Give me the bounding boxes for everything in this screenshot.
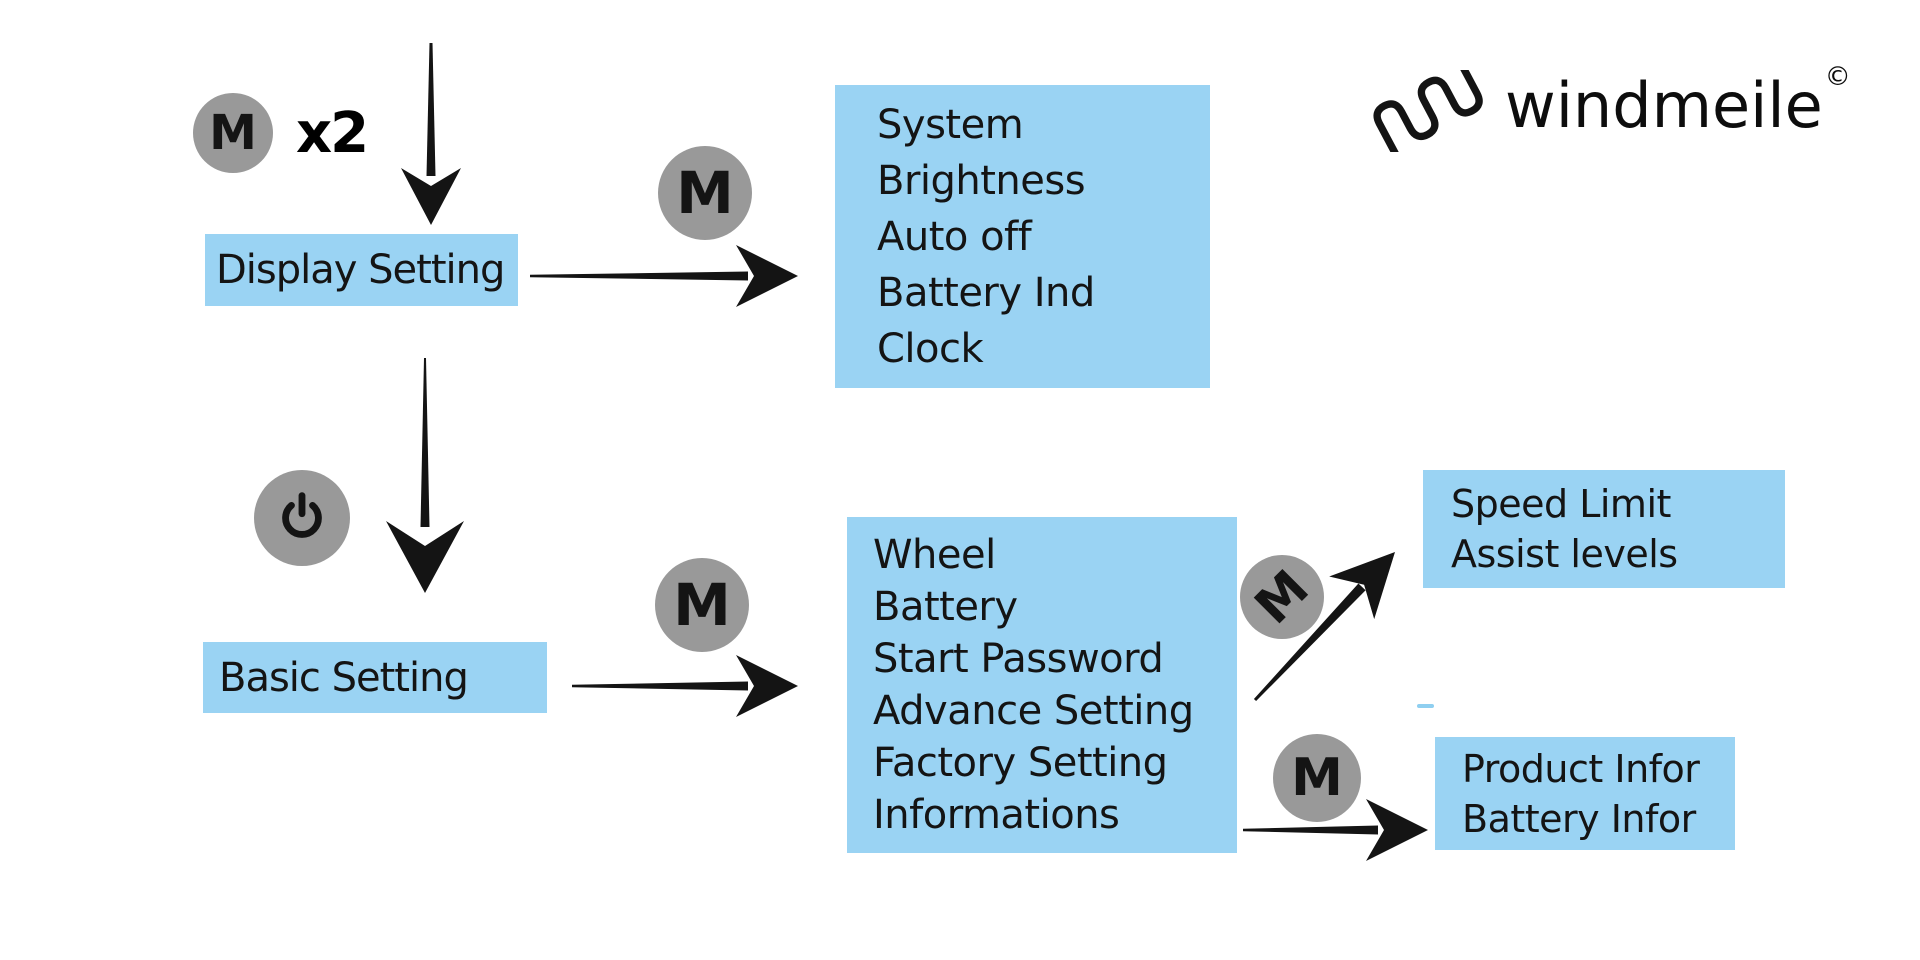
menu-item: Informations [873,792,1120,838]
menu-item: Speed Limit [1451,482,1671,526]
display-setting-node: Display Setting [205,234,518,306]
power-button-icon [254,470,350,566]
menu-item: Battery Ind [877,269,1095,316]
arrow-down-to-basic-setting [386,358,464,593]
basic-setting-label: Basic Setting [219,654,469,701]
arrow-right-display-menu [530,245,798,307]
menu-item: Start Password [873,636,1164,682]
menu-item: Clock [877,325,984,372]
power-icon [282,492,322,538]
menu-item: Battery Infor [1462,796,1696,841]
m-button-label: M [673,571,731,639]
advance-setting-submenu: Speed Limit Assist levels [1423,470,1785,588]
m-button-label: M [1243,558,1321,636]
menu-item: Wheel [873,532,996,578]
blue-dash-mark [1417,704,1434,708]
copyright-mark: © [1824,62,1851,92]
display-setting-label: Display Setting [216,247,505,293]
basic-setting-menu: Wheel Battery Start Password Advance Set… [847,517,1237,853]
informations-submenu: Product Infor Battery Infor [1435,737,1735,850]
menu-item: Auto off [877,213,1032,260]
menu-item: Battery [873,584,1018,630]
display-setting-menu: System Brightness Auto off Battery Ind C… [835,85,1210,388]
x2-press-count: x2 [296,100,369,166]
m-button-icon: M [1273,734,1361,822]
brand-name: windmeile [1505,69,1823,142]
menu-item: Advance Setting [873,688,1194,734]
m-button-label: M [1291,748,1343,808]
menu-item: Factory Setting [873,740,1168,786]
brand-logo: windmeile © [1372,60,1851,152]
menu-item: Product Infor [1462,746,1700,791]
windmeile-logo-icon [1373,70,1483,152]
menu-item: Assist levels [1451,532,1678,576]
menu-item: System [877,101,1024,148]
arrow-right-basic-menu [572,655,798,717]
m-button-label: M [676,159,734,227]
menu-item: Brightness [877,157,1086,204]
m-button-icon: M [658,146,752,240]
m-button-label: M [209,105,257,161]
basic-setting-node: Basic Setting [203,642,547,713]
arrow-down-to-display-setting [401,43,461,225]
m-button-icon: M [193,93,273,173]
m-button-icon-tilted: M [1240,555,1324,639]
m-button-icon: M [655,558,749,652]
